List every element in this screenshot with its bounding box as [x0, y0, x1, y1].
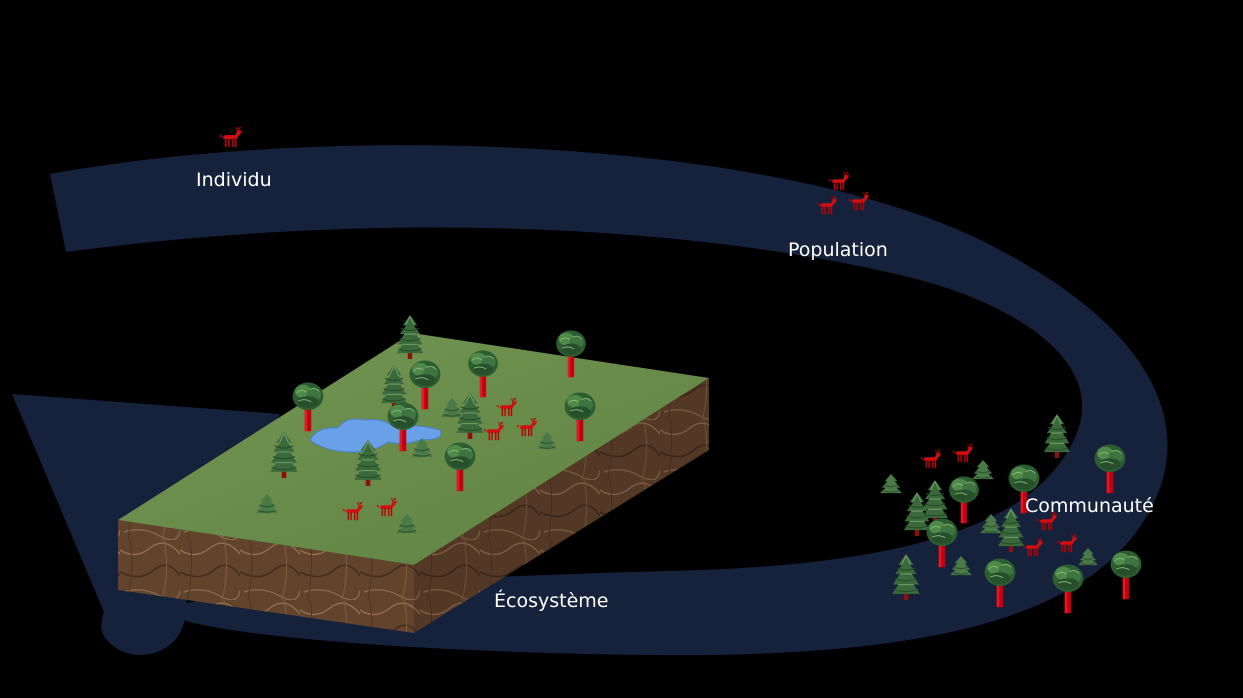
- deciduous-tree-icon: [948, 475, 980, 524]
- label-individu: Individu: [196, 169, 272, 191]
- label-communaute: Communauté: [1025, 495, 1154, 517]
- ecosystem-block: [118, 315, 709, 633]
- individual-group: [220, 127, 243, 148]
- deer-icon: [220, 127, 243, 148]
- label-population: Population: [788, 239, 888, 261]
- label-ecosysteme: Écosystème: [494, 590, 609, 612]
- deciduous-tree-icon: [1110, 549, 1142, 600]
- conifer-tree-icon: [880, 474, 902, 494]
- conifer-tree-icon: [972, 460, 994, 480]
- conifer-tree-icon: [1043, 414, 1071, 458]
- deer-icon: [952, 444, 974, 463]
- deer-icon: [828, 172, 850, 191]
- deer-icon: [920, 450, 942, 469]
